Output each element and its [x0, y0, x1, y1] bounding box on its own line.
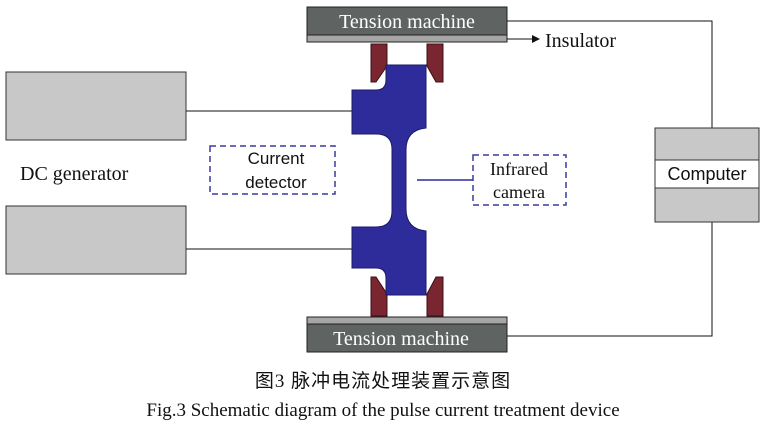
computer-label: Computer	[667, 164, 746, 184]
dc-generator-upper	[5, 71, 187, 141]
insulator-label: Insulator	[545, 30, 616, 52]
current-detector-label-2: detector	[245, 173, 307, 192]
current-detector-box	[209, 145, 336, 195]
lower-grips	[370, 276, 444, 317]
tension-machine-top-insulator	[306, 34, 508, 43]
dc-generator-lower	[5, 205, 187, 275]
infrared-camera-box	[472, 154, 567, 206]
infrared-camera-label-1: Infrared	[490, 159, 548, 179]
computer-top-panel	[654, 127, 760, 161]
tension-machine-bottom-label: Tension machine	[333, 328, 469, 350]
tension-machine-bottom-insulator	[306, 316, 508, 325]
infrared-camera-label-2: camera	[493, 182, 545, 202]
computer-label-panel	[654, 159, 760, 189]
figure-caption-english: Fig.3 Schematic diagram of the pulse cur…	[146, 400, 620, 421]
tension-machine-top-label: Tension machine	[339, 11, 475, 33]
wire-bottom-machine-to-computer	[507, 222, 713, 337]
upper-grips	[370, 43, 444, 83]
specimen	[351, 64, 427, 296]
wire-top-machine-to-computer	[507, 20, 713, 128]
figure-caption-chinese: 图3 脉冲电流处理装置示意图	[254, 371, 512, 392]
tension-machine-bottom	[306, 323, 508, 353]
current-detector-label-1: Current	[248, 149, 305, 168]
computer-bottom-panel	[654, 187, 760, 223]
dc-generator-label: DC generator	[20, 163, 129, 185]
